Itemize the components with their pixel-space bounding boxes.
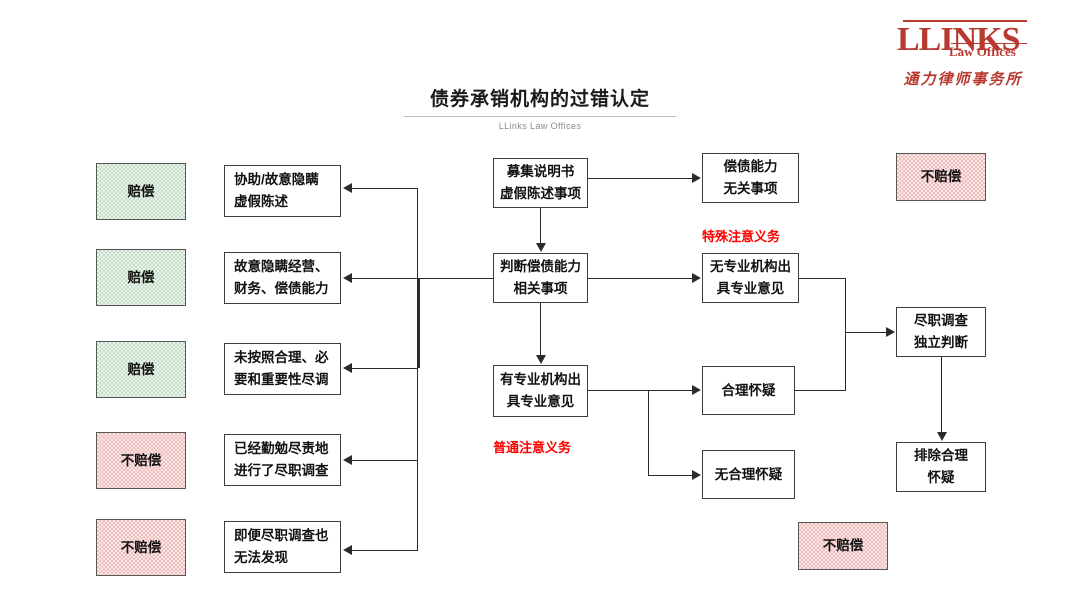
connector-merge-vertical (845, 278, 846, 390)
logo-top-rule (903, 20, 1027, 22)
logo-wordmark: LLINKS (897, 21, 1021, 58)
connector-professional-to-split (588, 390, 693, 391)
connector-spine-thick (417, 278, 420, 368)
annotation-special-duty: 特殊注意义务 (702, 229, 781, 244)
connector-branch-2 (352, 278, 418, 279)
connector-reasonable-doubt-to-merge (795, 390, 846, 391)
connector-due-diligence-to-exclude (941, 357, 942, 433)
right-box-reasonable-doubt: 合理怀疑 (702, 366, 795, 415)
arrowhead-branch-4 (343, 455, 352, 465)
connector-branch-5 (352, 550, 418, 551)
center-box-professional-opinion: 有专业机构出 具专业意见 (493, 365, 588, 417)
arrowhead-irrelevant (692, 173, 701, 183)
page-title: 债券承销机构的过错认定 (429, 89, 650, 110)
conduct-box-5: 即便尽职调查也 无法发现 (224, 521, 341, 573)
arrowhead-solvency (536, 243, 546, 252)
annotation-ordinary-duty: 普通注意义务 (493, 440, 572, 455)
connector-split-vertical (648, 390, 649, 475)
arrowhead-branch-1 (343, 183, 352, 193)
logo-chinese-name: 通力律师事务所 (903, 70, 1023, 88)
far-right-outcome-top: 不赔偿 (896, 153, 986, 201)
conduct-box-1: 协助/故意隐瞒 虚假陈述 (224, 165, 341, 217)
connector-branch-1 (352, 188, 418, 189)
page-subtitle: LLinks Law Offices (498, 121, 582, 131)
llinks-logo: LLINKS Law Offices 通力律师事务所 (893, 18, 1033, 90)
center-box-solvency: 判断偿债能力 相关事项 (493, 253, 588, 303)
connector-split-to-no-doubt (648, 475, 693, 476)
connector-disclosure-to-irrelevant (588, 178, 693, 179)
logo-tagline: Law Offices (949, 44, 1016, 59)
right-box-no-professional-opinion: 无专业机构出 具专业意见 (702, 253, 799, 303)
outcome-box-5: 不赔偿 (96, 519, 186, 576)
connector-disclosure-to-solvency (540, 208, 541, 244)
conduct-box-2: 故意隐瞒经营、 财务、偿债能力 (224, 252, 341, 304)
outcome-box-1: 赔偿 (96, 163, 186, 220)
logo-wordmark-area: LLINKS Law Offices (893, 18, 1033, 64)
connector-solvency-to-professional (540, 303, 541, 355)
arrowhead-branch-2 (343, 273, 352, 283)
connector-no-professional-to-merge (799, 278, 846, 279)
center-box-disclosure: 募集说明书 虚假陈述事项 (493, 158, 588, 208)
outcome-box-4: 不赔偿 (96, 432, 186, 489)
conduct-box-3: 未按照合理、必 要和重要性尽调 (224, 343, 341, 395)
right-box-irrelevant: 偿债能力 无关事项 (702, 153, 799, 203)
far-right-outcome-bottom: 不赔偿 (798, 522, 888, 570)
arrowhead-professional (536, 355, 546, 364)
arrowhead-no-reasonable-doubt (692, 470, 701, 480)
arrowhead-due-diligence (886, 327, 895, 337)
right-box-no-reasonable-doubt: 无合理怀疑 (702, 450, 795, 499)
logo-mid-rule (951, 43, 1027, 44)
connector-spine-upper (417, 188, 418, 278)
arrowhead-branch-5 (343, 545, 352, 555)
conduct-box-4: 已经勤勉尽责地 进行了尽职调查 (224, 434, 341, 486)
outcome-box-3: 赔偿 (96, 341, 186, 398)
far-right-box-due-diligence: 尽职调查 独立判断 (896, 307, 986, 357)
connector-solvency-to-no-professional (588, 278, 693, 279)
connector-merge-to-due-diligence (845, 332, 887, 333)
arrowhead-exclude-doubt (937, 432, 947, 441)
arrowhead-no-professional (692, 273, 701, 283)
arrowhead-reasonable-doubt (692, 385, 701, 395)
connector-spine-lower (417, 368, 418, 550)
connector-branch-4 (352, 460, 418, 461)
connector-solvency-to-spine (417, 278, 493, 279)
title-divider (404, 116, 676, 117)
outcome-box-2: 赔偿 (96, 249, 186, 306)
far-right-box-exclude-doubt: 排除合理 怀疑 (896, 442, 986, 492)
arrowhead-branch-3 (343, 363, 352, 373)
connector-branch-3 (352, 368, 418, 369)
